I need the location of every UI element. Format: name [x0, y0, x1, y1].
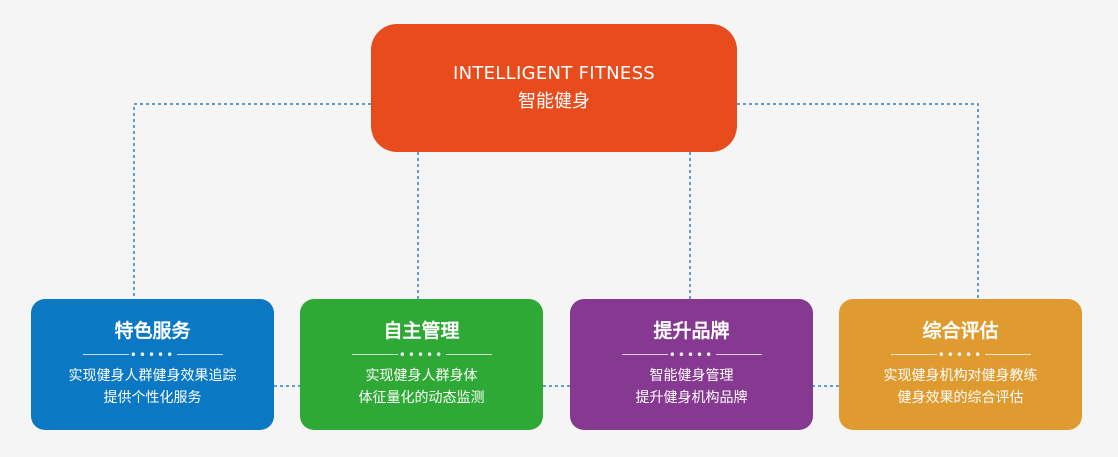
divider-dots: •••••: [398, 348, 445, 362]
card-brand-enhancement: 提升品牌 ••••• 智能健身管理 提升健身机构品牌: [570, 299, 813, 430]
card-title: 自主管理: [383, 320, 460, 342]
divider-dots: •••••: [129, 348, 176, 362]
card-title: 特色服务: [114, 320, 191, 342]
card-special-service: 特色服务 ••••• 实现健身人群健身效果追踪 提供个性化服务: [31, 299, 274, 430]
card-desc-line-2: 健身效果的综合评估: [897, 390, 1024, 406]
card-title: 提升品牌: [653, 320, 730, 342]
card-desc-line-1: 智能健身管理: [649, 368, 734, 384]
card-desc-line-2: 体征量化的动态监测: [358, 390, 485, 406]
card-title: 综合评估: [922, 320, 999, 342]
card-divider: •••••: [890, 348, 1031, 362]
divider-dots: •••••: [668, 348, 715, 362]
card-self-management: 自主管理 ••••• 实现健身人群身体 体征量化的动态监测: [300, 299, 543, 430]
divider-dots: •••••: [937, 348, 984, 362]
card-desc-line-1: 实现健身机构对健身教练: [883, 368, 1038, 384]
connector-right-outer: [737, 103, 979, 299]
card-desc-line-2: 提供个性化服务: [103, 390, 202, 406]
connector-left-outer: [133, 103, 371, 299]
card-divider: •••••: [621, 348, 762, 362]
card-desc-line-2: 提升健身机构品牌: [635, 390, 748, 406]
root-node-intelligent-fitness: INTELLIGENT FITNESS 智能健身: [371, 24, 737, 152]
root-title-en: INTELLIGENT FITNESS: [452, 63, 656, 84]
card-comprehensive-evaluation: 综合评估 ••••• 实现健身机构对健身教练 健身效果的综合评估: [839, 299, 1082, 430]
root-title-cn: 智能健身: [518, 91, 590, 112]
card-desc-line-1: 实现健身人群身体: [365, 368, 478, 384]
card-desc-line-1: 实现健身人群健身效果追踪: [68, 368, 237, 384]
card-divider: •••••: [82, 348, 223, 362]
card-divider: •••••: [351, 348, 492, 362]
